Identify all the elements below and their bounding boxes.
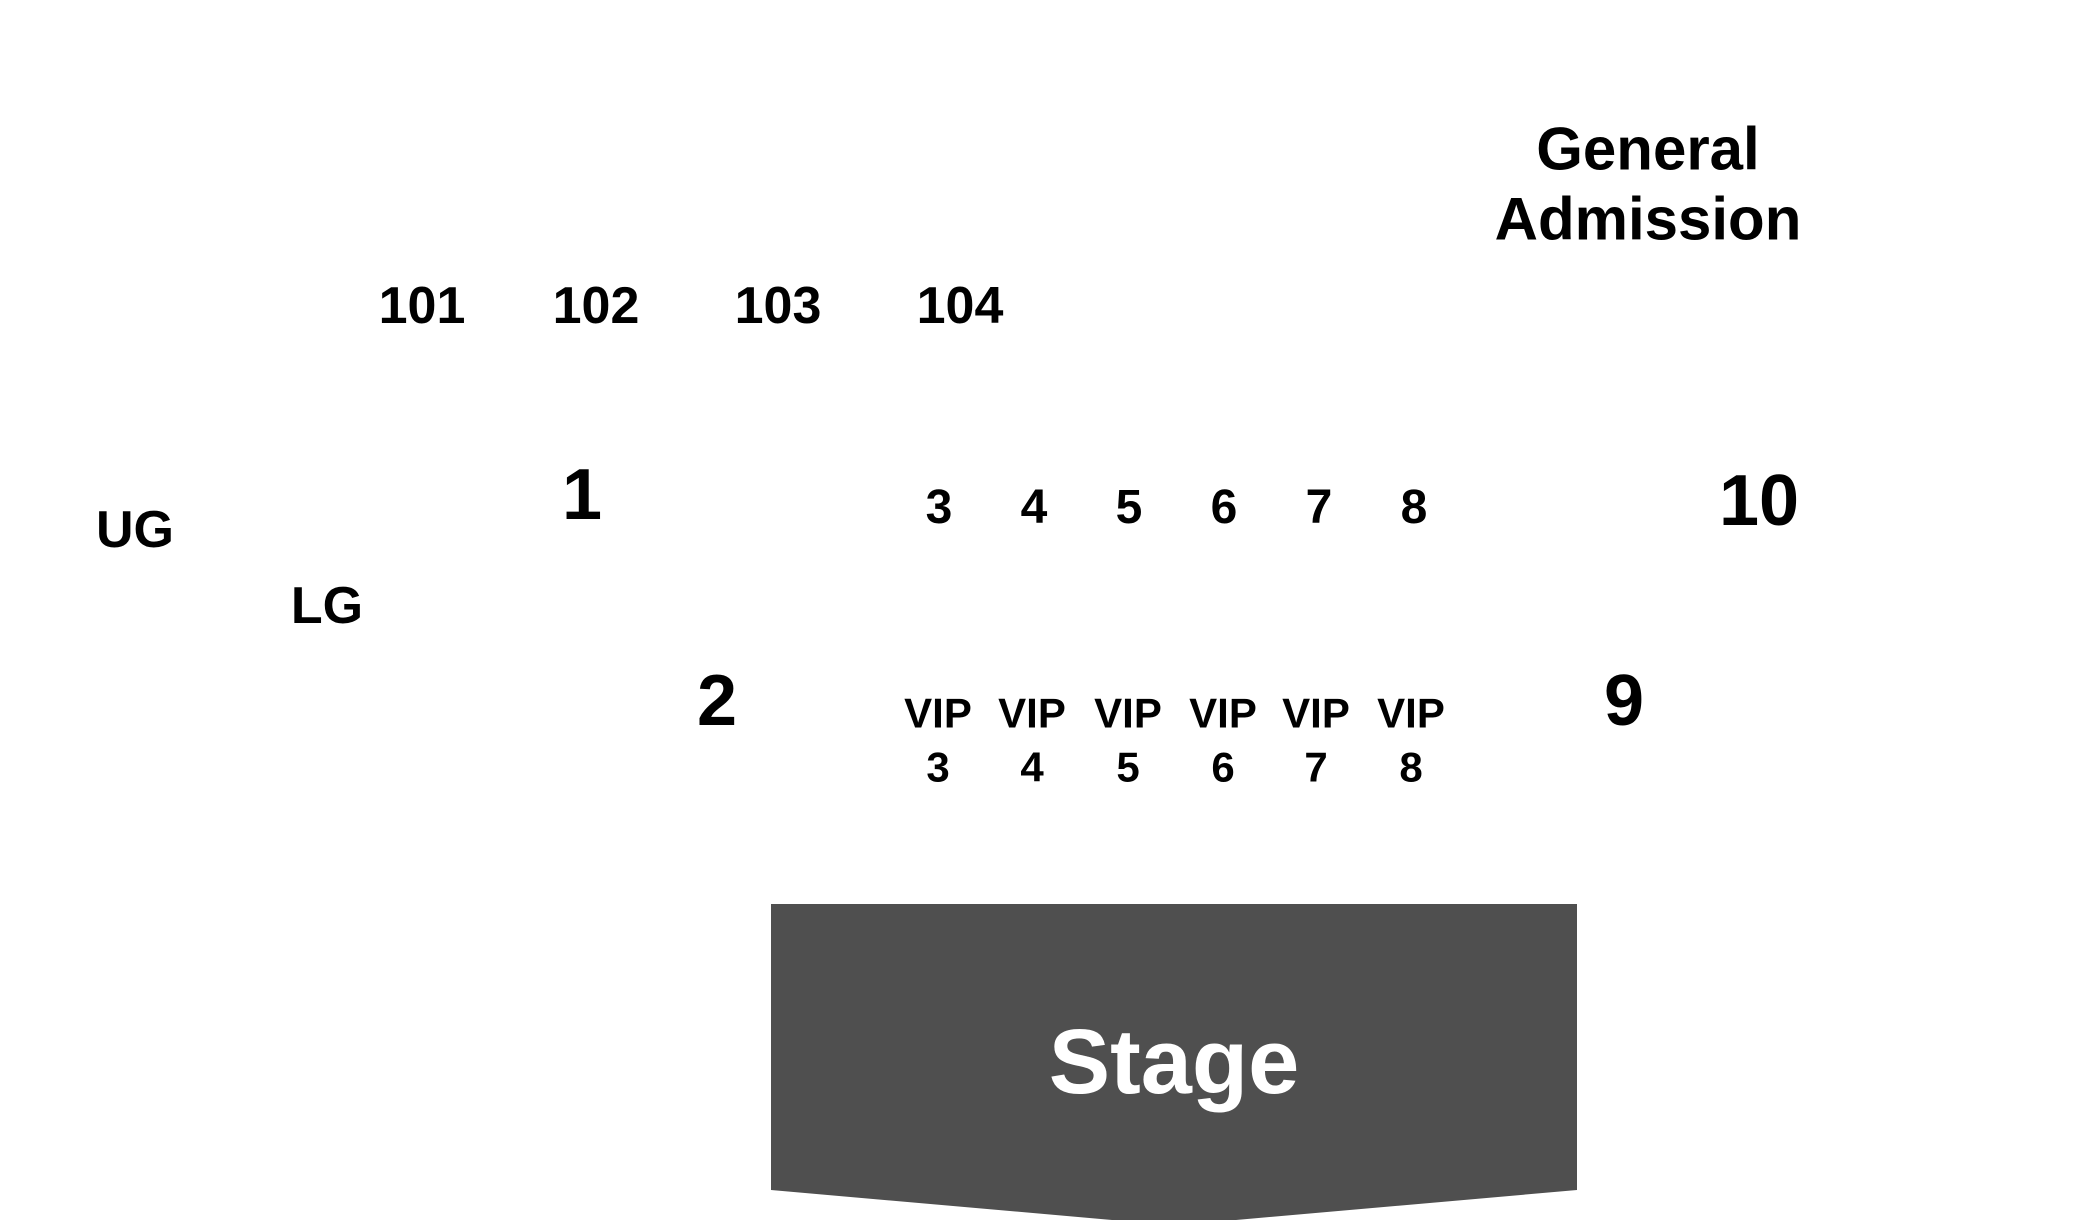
vip-box-8-label[interactable]: VIP 8 <box>1377 686 1445 794</box>
general-admission-label[interactable]: General Admission <box>1494 115 1802 252</box>
upper-grandstand-label[interactable]: UG <box>96 501 174 559</box>
section-102-label[interactable]: 102 <box>552 277 640 335</box>
vip-number: 4 <box>1020 743 1044 790</box>
section-1-label[interactable]: 1 <box>561 455 603 535</box>
section-103-label[interactable]: 103 <box>734 277 822 335</box>
box-7-label[interactable]: 7 <box>1305 481 1333 534</box>
lower-grandstand-label[interactable]: LG <box>290 577 364 635</box>
vip-prefix: VIP <box>1377 689 1445 737</box>
vip-box-7-label[interactable]: VIP 7 <box>1282 686 1350 794</box>
section-101-label[interactable]: 101 <box>378 277 466 335</box>
box-4-label[interactable]: 4 <box>1020 481 1048 534</box>
vip-number: 7 <box>1304 743 1328 790</box>
box-6-label[interactable]: 6 <box>1210 481 1238 534</box>
vip-box-5-label[interactable]: VIP 5 <box>1094 686 1162 794</box>
vip-number: 6 <box>1211 743 1235 790</box>
vip-box-3-label[interactable]: VIP 3 <box>904 686 972 794</box>
stage-shape <box>771 904 1577 1220</box>
vip-prefix: VIP <box>998 689 1066 737</box>
vip-prefix: VIP <box>1189 689 1257 737</box>
section-10-label[interactable]: 10 <box>1718 461 1800 541</box>
vip-number: 3 <box>926 743 950 790</box>
box-5-label[interactable]: 5 <box>1115 481 1143 534</box>
box-3-label[interactable]: 3 <box>925 481 953 534</box>
vip-box-6-label[interactable]: VIP 6 <box>1189 686 1257 794</box>
vip-number: 5 <box>1116 743 1140 790</box>
vip-prefix: VIP <box>1282 689 1350 737</box>
vip-prefix: VIP <box>904 689 972 737</box>
section-104-label[interactable]: 104 <box>916 277 1004 335</box>
box-8-label[interactable]: 8 <box>1400 481 1428 534</box>
section-9-label[interactable]: 9 <box>1603 661 1645 741</box>
section-2-label[interactable]: 2 <box>696 661 738 741</box>
vip-box-4-label[interactable]: VIP 4 <box>998 686 1066 794</box>
stage-polygon <box>771 904 1577 1220</box>
stage-label: Stage <box>1048 1011 1300 1113</box>
stage[interactable]: Stage <box>771 904 1577 1220</box>
vip-number: 8 <box>1399 743 1423 790</box>
vip-prefix: VIP <box>1094 689 1162 737</box>
